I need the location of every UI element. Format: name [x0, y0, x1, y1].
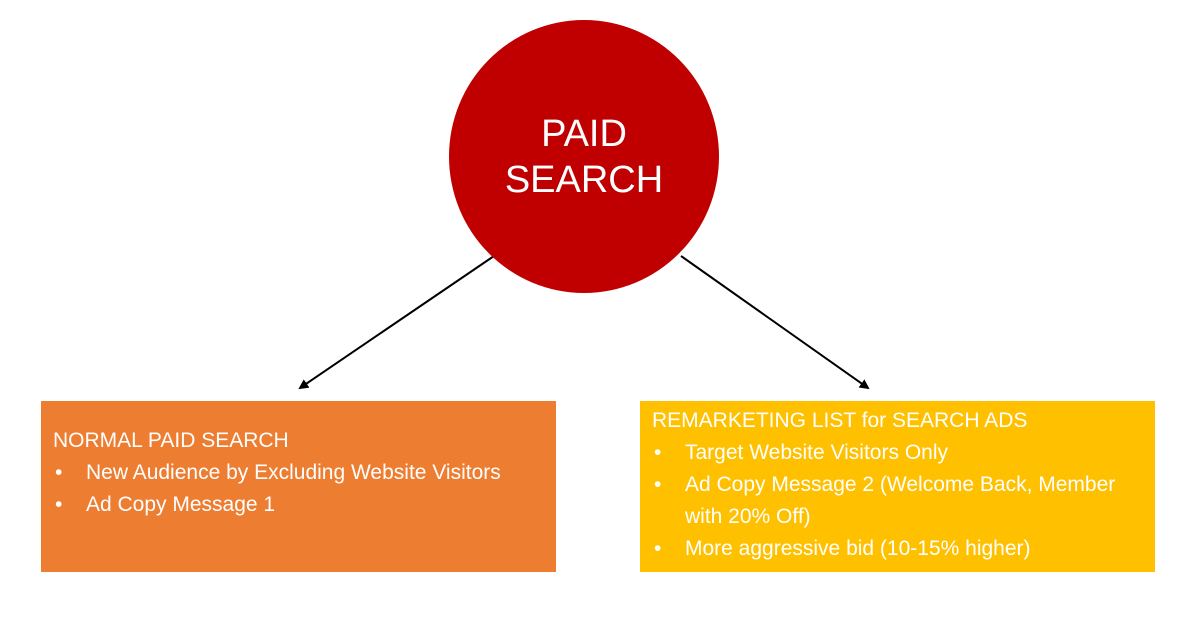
remarketing-list-box: REMARKETING LIST for SEARCH ADS • Target… — [640, 401, 1155, 572]
normal-paid-search-list: • New Audience by Excluding Website Visi… — [53, 457, 544, 521]
list-item-text: Ad Copy Message 1 — [86, 493, 276, 516]
arrow-to-left-box — [298, 255, 495, 390]
list-item-text: New Audience by Excluding Website Visito… — [86, 461, 501, 484]
list-item-text: More aggressive bid (10-15% higher) — [685, 537, 1031, 560]
remarketing-list-title: REMARKETING LIST for SEARCH ADS — [652, 409, 1028, 432]
hub-label-line-1: PAID — [541, 112, 627, 155]
bullet-icon: • — [55, 461, 63, 484]
normal-paid-search-title: NORMAL PAID SEARCH — [53, 429, 289, 452]
paid-search-circle: PAID SEARCH — [449, 20, 719, 293]
bullet-icon: • — [55, 493, 63, 516]
bullet-icon: • — [654, 441, 662, 464]
hub-label-line-2: SEARCH — [504, 158, 664, 201]
normal-paid-search-box: NORMAL PAID SEARCH • New Audience by Exc… — [41, 401, 556, 572]
remarketing-list-items: • Target Website Visitors Only • Ad Copy… — [652, 437, 1143, 565]
list-item: • Target Website Visitors Only — [652, 437, 1143, 469]
list-item: • More aggressive bid (10-15% higher) — [652, 533, 1143, 565]
bullet-icon: • — [654, 473, 662, 496]
list-item: • Ad Copy Message 2 (Welcome Back, Membe… — [652, 469, 1143, 533]
list-item: • Ad Copy Message 1 — [53, 489, 544, 521]
bullet-icon: • — [654, 537, 662, 560]
arrow-to-right-box — [680, 255, 870, 390]
list-item: • New Audience by Excluding Website Visi… — [53, 457, 544, 489]
list-item-text: Ad Copy Message 2 (Welcome Back, Member … — [685, 473, 1116, 528]
list-item-text: Target Website Visitors Only — [685, 441, 948, 464]
